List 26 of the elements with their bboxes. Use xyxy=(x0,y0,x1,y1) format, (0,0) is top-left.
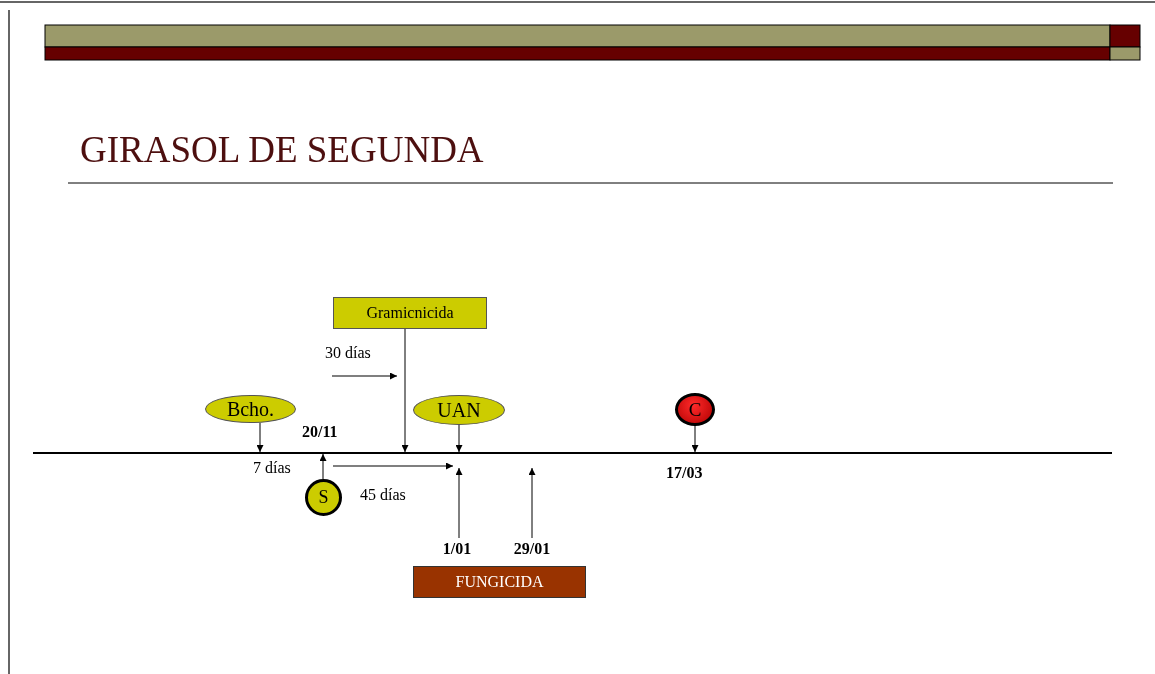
slide-title: GIRASOL DE SEGUNDA xyxy=(80,128,484,171)
duration-label: 45 días xyxy=(360,486,406,504)
node-label: Bcho. xyxy=(226,397,275,421)
marker-circle xyxy=(305,479,342,516)
node-label: S xyxy=(318,487,329,508)
arrow xyxy=(455,424,463,453)
label-box xyxy=(333,297,487,329)
node-label: FUNGICIDA xyxy=(455,573,544,591)
date-label: 29/01 xyxy=(513,540,551,558)
arrow xyxy=(319,453,327,480)
arrow xyxy=(401,328,409,453)
date-label: 1/01 xyxy=(442,540,472,558)
marker-circle xyxy=(675,393,715,426)
node-label: C xyxy=(688,398,702,421)
arrow xyxy=(256,422,264,453)
arrow xyxy=(528,467,536,539)
node-label: UAN xyxy=(437,398,481,422)
label-box xyxy=(413,566,586,598)
arrow xyxy=(455,467,463,539)
timeline-axis xyxy=(33,452,1112,454)
duration-label: 30 días xyxy=(325,344,371,362)
date-label: 17/03 xyxy=(666,464,703,482)
arrow xyxy=(691,425,699,453)
duration-label: 7 días xyxy=(253,459,291,477)
date-label: 20/11 xyxy=(302,423,338,441)
node-label: Gramicnicida xyxy=(366,304,454,322)
